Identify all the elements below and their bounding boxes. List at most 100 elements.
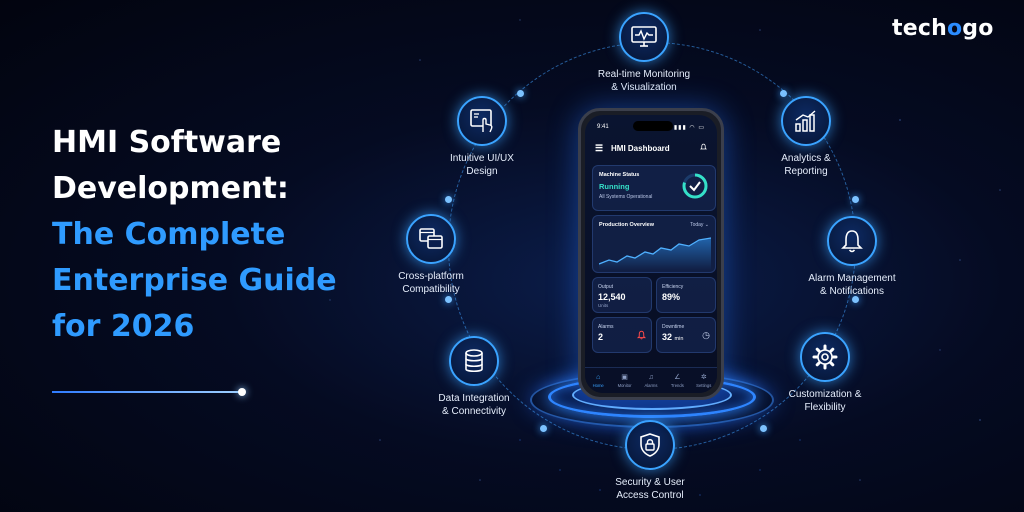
machine-status-sub: All Systems Operational [599,194,653,200]
nav-label: Trends [670,383,684,388]
card-title: Production Overview [599,222,655,228]
nav-item-home[interactable]: ⌂ Home [585,373,611,388]
windows-icon [419,228,443,249]
signal-battery-icon: ▮▮▮ ◠ ▭ [673,125,705,131]
metric-card-alarms[interactable]: Alarms 2 [592,317,652,353]
metric-value: 2 [598,332,604,342]
metric-card-output[interactable]: Output 12,540 Units [592,277,652,313]
menu-icon[interactable]: ☰ [595,143,604,153]
range-select[interactable]: Today ⌄ [690,222,709,228]
machine-status-value: Running [599,182,630,191]
metric-label: Efficiency [662,284,684,290]
gear-icon [812,344,838,370]
headline-line: for 2026 [52,309,195,344]
feature-label: Reporting [784,166,828,177]
trend-icon: ∠ [674,374,681,381]
status-check-gauge-icon [682,173,708,199]
feature-label: Security & User [615,477,685,488]
database-icon [465,349,483,373]
feature-label: Flexibility [804,402,846,413]
feature-customization[interactable]: Customization & Flexibility [750,332,900,414]
ring-node-dot [445,196,452,203]
metric-unit: Units [598,303,609,308]
feature-label: Compatibility [402,284,460,295]
feature-label: Access Control [616,490,684,501]
nav-label: Home [592,383,604,388]
bottom-nav: ⌂ Home ▣ Monitor ♫ Alarms ∠ Trends ✲ S [585,367,717,393]
ring-node-dot [780,90,787,97]
app-title: HMI Dashboard [611,144,670,153]
alarm-bell-icon [637,330,646,340]
ring-node-dot [852,296,859,303]
metric-value: 32 min [662,332,684,342]
metric-label: Output [598,284,614,290]
feature-label: Cross-platform [398,271,464,282]
feature-label: Real-time Monitoring [597,69,691,80]
feature-security-access[interactable]: Security & User Access Control [575,420,725,502]
feature-label: Intuitive UI/UX [450,153,514,164]
home-icon: ⌂ [596,374,601,381]
headline-line: HMI Software [52,125,282,160]
metric-card-efficiency[interactable]: Efficiency 89% [656,277,716,313]
phone-notch [633,121,673,131]
feature-cross-platform[interactable]: Cross-platform Compatibility [356,214,506,296]
phone-mockup: 9:41 ▮▮▮ ◠ ▭ ☰ HMI Dashboard Machine Sta… [578,108,724,400]
clock-icon: ◷ [702,330,710,340]
notification-bell-icon[interactable] [699,143,708,153]
feature-realtime-monitoring[interactable]: Real-time Monitoring & Visualization [569,12,719,94]
feature-label: & Connectivity [442,406,506,417]
app-header: ☰ HMI Dashboard [595,143,708,157]
metric-value: 12,540 [598,292,626,302]
production-trend-chart [599,237,711,270]
nav-label: Alarms [644,383,658,388]
ring-node-dot [517,90,524,97]
machine-status-card[interactable]: Machine Status Running All Systems Opera… [592,165,716,211]
ring-node-dot [445,296,452,303]
monitor-pulse-icon [631,26,657,47]
metric-value: 89% [662,292,681,302]
feature-intuitive-ui[interactable]: Intuitive UI/UX Design [407,96,557,178]
nav-label: Monitor [617,383,632,388]
headline: HMI Software Development: The Complete E… [52,120,392,350]
metric-card-downtime[interactable]: Downtime 32 min ◷ [656,317,716,353]
ring-node-dot [760,425,767,432]
headline-line: The Complete [52,217,286,252]
feature-label: Data Integration [438,393,510,404]
nav-item-trends[interactable]: ∠ Trends [664,373,690,388]
ring-node-dot [540,425,547,432]
feature-label: Customization & [788,389,862,400]
feature-label: & Visualization [611,82,677,93]
metric-label: Downtime [662,324,685,330]
ring-node-dot [852,196,859,203]
headline-line: Enterprise Guide [52,263,337,298]
status-time: 9:41 [597,124,609,130]
production-overview-card[interactable]: Production Overview Today ⌄ [592,215,716,273]
feature-analytics-reporting[interactable]: Analytics & Reporting [731,96,881,178]
bell-icon [841,230,863,253]
settings-icon: ✲ [700,374,707,381]
bar-chart-icon [795,110,816,132]
phone-screen: 9:41 ▮▮▮ ◠ ▭ ☰ HMI Dashboard Machine Sta… [585,115,717,393]
nav-item-monitor[interactable]: ▣ Monitor [612,373,638,388]
headline-line: Development: [52,171,289,206]
card-title: Machine Status [599,172,640,178]
feature-label: & Notifications [820,286,884,297]
feature-label: Analytics & [781,153,831,164]
shield-lock-icon [640,433,660,457]
nav-item-alarms[interactable]: ♫ Alarms [638,373,664,388]
feature-data-integration[interactable]: Data Integration & Connectivity [399,336,549,418]
headline-underline-dot [238,388,246,396]
headline-underline [52,391,242,393]
metric-label: Alarms [598,324,614,330]
touch-screen-icon [470,109,493,133]
nav-item-settings[interactable]: ✲ Settings [691,373,717,388]
monitor-icon: ▣ [621,374,628,381]
feature-label: Design [466,166,498,177]
nav-label: Settings [696,383,712,388]
phone-status-bar: 9:41 ▮▮▮ ◠ ▭ [597,124,705,134]
bell-icon: ♫ [648,374,654,381]
brand-logo[interactable]: techogo [892,16,994,41]
feature-label: Alarm Management [808,273,896,284]
feature-alarm-management[interactable]: Alarm Management & Notifications [777,216,927,298]
